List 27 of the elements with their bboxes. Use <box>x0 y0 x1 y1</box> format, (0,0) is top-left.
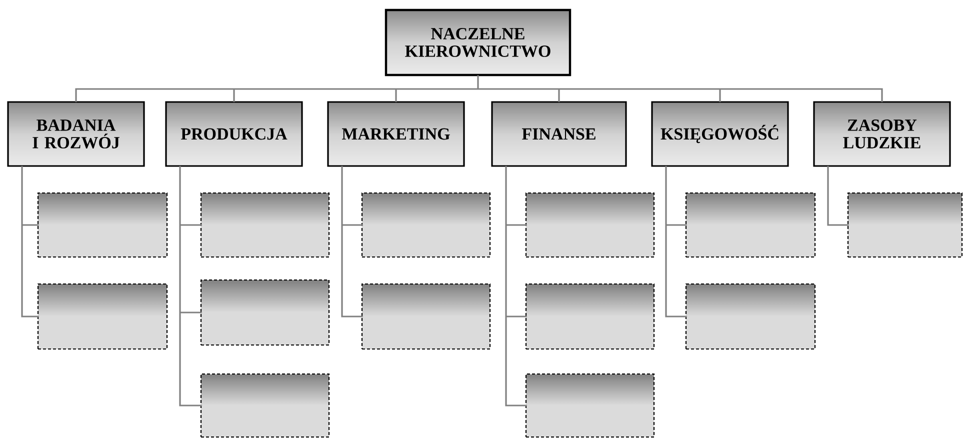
empty-box <box>37 192 168 258</box>
empty-box <box>200 192 330 258</box>
empty-box <box>200 373 330 438</box>
department-box: ZASOBY LUDZKIE <box>813 101 951 167</box>
department-box: MARKETING <box>327 101 465 167</box>
empty-box <box>361 192 491 258</box>
empty-box <box>525 192 655 258</box>
empty-box <box>685 283 816 350</box>
connector-line <box>505 166 527 406</box>
connector-line <box>665 166 687 318</box>
connector-line <box>827 166 849 226</box>
management-box: NACZELNE KIEROWNICTWO <box>384 8 572 76</box>
empty-box <box>37 283 168 350</box>
empty-box <box>525 373 655 438</box>
empty-box <box>525 283 655 350</box>
empty-box <box>847 192 963 258</box>
connector-line <box>179 166 202 406</box>
empty-box <box>685 192 816 258</box>
department-box: BADANIA I ROZWÓJ <box>7 101 145 167</box>
connector-line <box>75 75 883 102</box>
department-box: FINANSE <box>491 101 627 167</box>
department-box: PRODUKCJA <box>165 101 303 167</box>
connector-line <box>341 166 363 318</box>
connector-line <box>21 166 39 318</box>
department-box: KSIĘGOWOŚĆ <box>651 101 789 167</box>
empty-box <box>200 279 330 346</box>
empty-box <box>361 283 491 350</box>
